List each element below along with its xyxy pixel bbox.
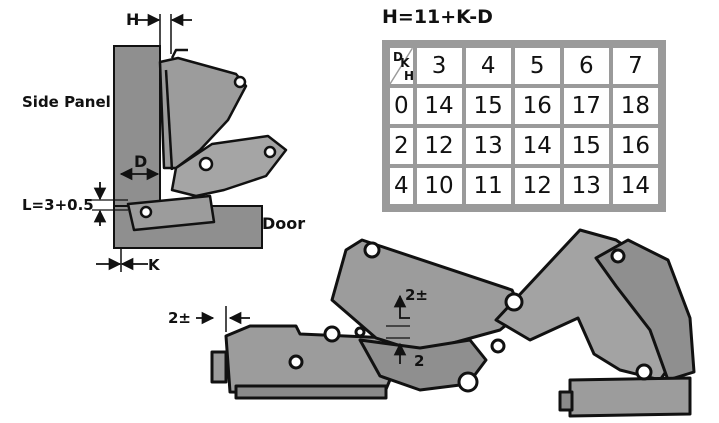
- d-value-cell: 4: [390, 168, 413, 204]
- h-value-cell: 14: [612, 168, 658, 204]
- installation-drawing: [92, 13, 288, 272]
- adjust-top-label: 2±: [405, 286, 429, 304]
- l-formula-label: L=3+0.5: [22, 196, 94, 214]
- h-value-cell: 17: [563, 88, 609, 124]
- adjust-right-label: 2: [414, 352, 425, 370]
- h-value-cell: 18: [612, 88, 658, 124]
- table-row: 4 10 11 12 13 14: [390, 168, 658, 204]
- hinge-large: [210, 228, 696, 418]
- h-value-cell: 15: [465, 88, 511, 124]
- hinge-arm-small: [126, 48, 288, 232]
- k-header-cell: 7: [612, 48, 658, 84]
- k-header-cell: 5: [514, 48, 560, 84]
- h-value-cell: 14: [514, 128, 560, 164]
- h-value-cell: 15: [563, 128, 609, 164]
- corner-d-label: D: [393, 50, 403, 64]
- corner-h-label: H: [404, 69, 415, 83]
- door-label: Door: [262, 214, 306, 233]
- h-value-cell: 13: [465, 128, 511, 164]
- corner-k-label: K: [400, 56, 410, 70]
- lookup-table: D K H 3 4 5 6 7 0 14 15 16 17 18 2 12 13…: [382, 40, 666, 212]
- d-dimension-label: D: [134, 152, 148, 171]
- k-header-cell: 6: [563, 48, 609, 84]
- table-header-row: D K H 3 4 5 6 7: [390, 48, 658, 84]
- h-value-cell: 13: [563, 168, 609, 204]
- hinge-door-plate: [568, 376, 692, 418]
- table-row: 0 14 15 16 17 18: [390, 88, 658, 124]
- h-value-cell: 14: [416, 88, 462, 124]
- adjust-left-label: 2±: [168, 309, 192, 327]
- h-dimension-label: H: [126, 10, 140, 29]
- k-header-cell: 4: [465, 48, 511, 84]
- d-value-cell: 0: [390, 88, 413, 124]
- table-corner-cell: D K H: [390, 48, 415, 84]
- h-value-cell: 16: [612, 128, 658, 164]
- h-value-cell: 12: [416, 128, 462, 164]
- side-panel: [113, 45, 161, 213]
- side-panel-label: Side Panel: [22, 93, 111, 111]
- h-value-cell: 10: [416, 168, 462, 204]
- h-value-cell: 11: [465, 168, 511, 204]
- d-value-cell: 2: [390, 128, 413, 164]
- hinge-cup-base: [234, 384, 388, 400]
- h-value-cell: 16: [514, 88, 560, 124]
- k-dimension-label: K: [148, 256, 160, 274]
- h-value-cell: 12: [514, 168, 560, 204]
- formula-title: H=11+K-D: [382, 6, 493, 28]
- k-header-cell: 3: [416, 48, 462, 84]
- table-row: 2 12 13 14 15 16: [390, 128, 658, 164]
